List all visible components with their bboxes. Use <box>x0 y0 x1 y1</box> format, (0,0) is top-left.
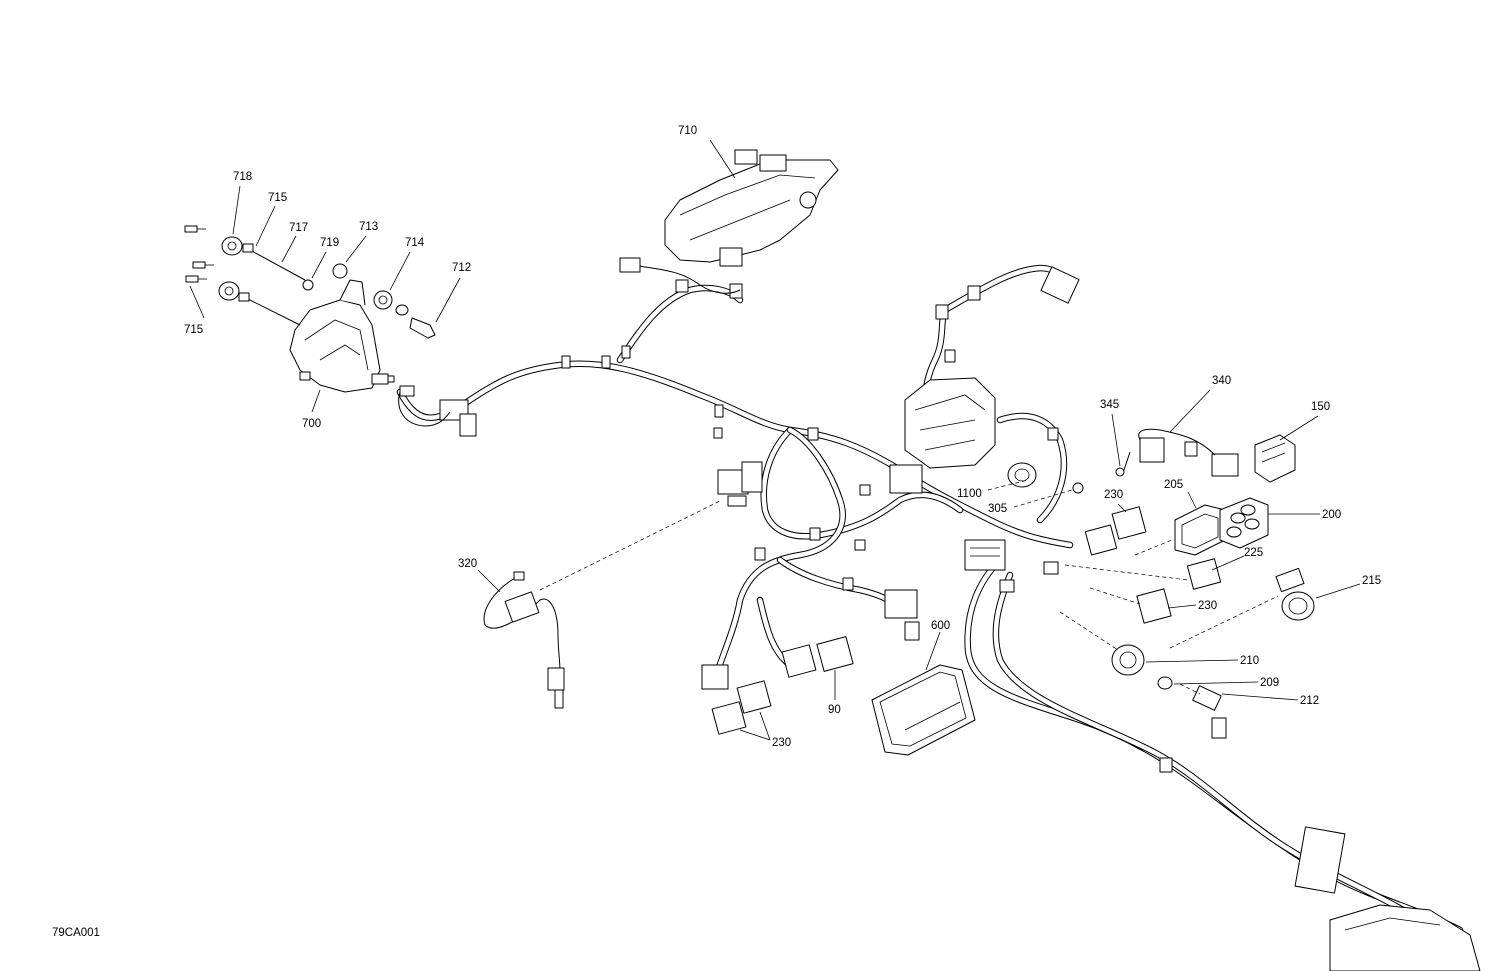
callout-305: 305 <box>988 503 1007 515</box>
connectors-cluster <box>398 266 1080 690</box>
callout-714: 714 <box>405 237 425 249</box>
callout-320: 320 <box>458 558 477 570</box>
callout-230-top: 230 <box>1104 489 1123 501</box>
callout-713: 713 <box>359 221 378 233</box>
switch-panel-200 <box>1219 497 1269 549</box>
hardware-718-715-717 <box>184 225 436 339</box>
switch-150 <box>1254 434 1296 483</box>
callout-205: 205 <box>1164 479 1183 491</box>
lower-right-assembly <box>1294 826 1481 971</box>
callout-340: 340 <box>1212 375 1231 387</box>
leader-lines <box>189 139 1361 741</box>
fuse-box-module <box>904 377 996 469</box>
callout-700: 700 <box>302 418 321 430</box>
switches-90-230 <box>711 636 854 735</box>
callout-600: 600 <box>931 620 950 632</box>
callout-225: 225 <box>1244 547 1263 559</box>
callout-210: 210 <box>1240 655 1259 667</box>
callout-230-mid: 230 <box>1198 600 1217 612</box>
callout-212: 212 <box>1300 695 1319 707</box>
callout-200: 200 <box>1322 509 1341 521</box>
ignition-210-209-212 <box>1111 644 1227 739</box>
callout-345: 345 <box>1100 399 1119 411</box>
bezel-205 <box>1174 504 1226 556</box>
callout-230-bottom: 230 <box>772 737 791 749</box>
display-cluster-600 <box>871 664 976 756</box>
callout-90: 90 <box>828 704 841 716</box>
callout-719: 719 <box>320 237 339 249</box>
throttle-pedal-assembly <box>289 279 395 393</box>
relay-1100 <box>1007 462 1084 494</box>
sensor-320 <box>483 571 565 709</box>
callout-717: 717 <box>289 222 308 234</box>
switch-group-340 <box>1115 428 1239 477</box>
callout-150: 150 <box>1311 401 1330 413</box>
callout-712: 712 <box>452 262 471 274</box>
callout-209: 209 <box>1260 677 1279 689</box>
switches-230-and-225 <box>1084 506 1222 624</box>
callout-215: 215 <box>1362 575 1381 587</box>
bracket-assembly-710 <box>619 149 839 299</box>
callout-labels: 710 718 715 717 713 719 714 712 715 700 … <box>52 125 1381 939</box>
drawing-code: 79CA001 <box>52 927 100 939</box>
callout-710: 710 <box>678 125 697 137</box>
callout-1100: 1100 <box>957 488 982 500</box>
socket-215 <box>1275 567 1315 621</box>
callout-715-lower: 715 <box>184 324 203 336</box>
callout-715: 715 <box>268 192 287 204</box>
callout-718: 718 <box>233 171 252 183</box>
